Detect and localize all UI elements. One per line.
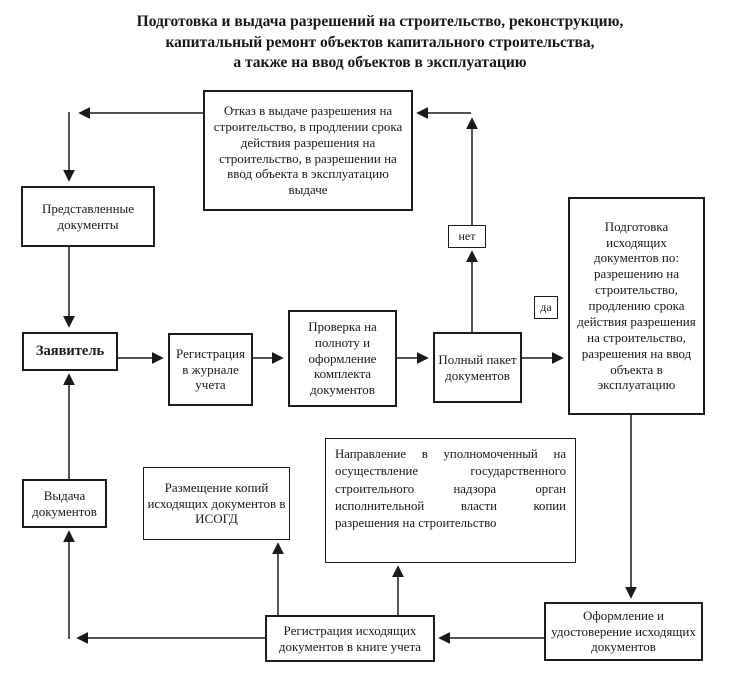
node-completeness-check: Проверка на полноту и оформление комплек…	[288, 310, 397, 407]
node-registration-journal: Регистрация в журнале учета	[168, 333, 253, 406]
label-yes: да	[534, 296, 558, 319]
node-registration-book: Регистрация исходящих документов в книге…	[265, 615, 435, 662]
node-outgoing-preparation: Подготовка исходящих документов по: разр…	[568, 197, 705, 415]
diagram-title: Подготовка и выдача разрешений на строит…	[136, 13, 624, 72]
node-submitted-documents: Представленные документы	[21, 186, 155, 247]
node-refusal: Отказ в выдаче разрешения на строительст…	[203, 90, 413, 211]
label-no: нет	[448, 225, 486, 248]
node-isogd-placement: Размещение копий исходящих документов в …	[143, 467, 290, 540]
node-supervision-copy: Направление в уполномоченный на осуществ…	[325, 438, 576, 563]
node-documents-issue: Выдача документов	[22, 479, 107, 528]
node-full-package: Полный пакет документов	[433, 332, 522, 403]
node-applicant: Заявитель	[22, 332, 118, 371]
node-certification: Оформление и удостоверение исходящих док…	[544, 602, 703, 661]
